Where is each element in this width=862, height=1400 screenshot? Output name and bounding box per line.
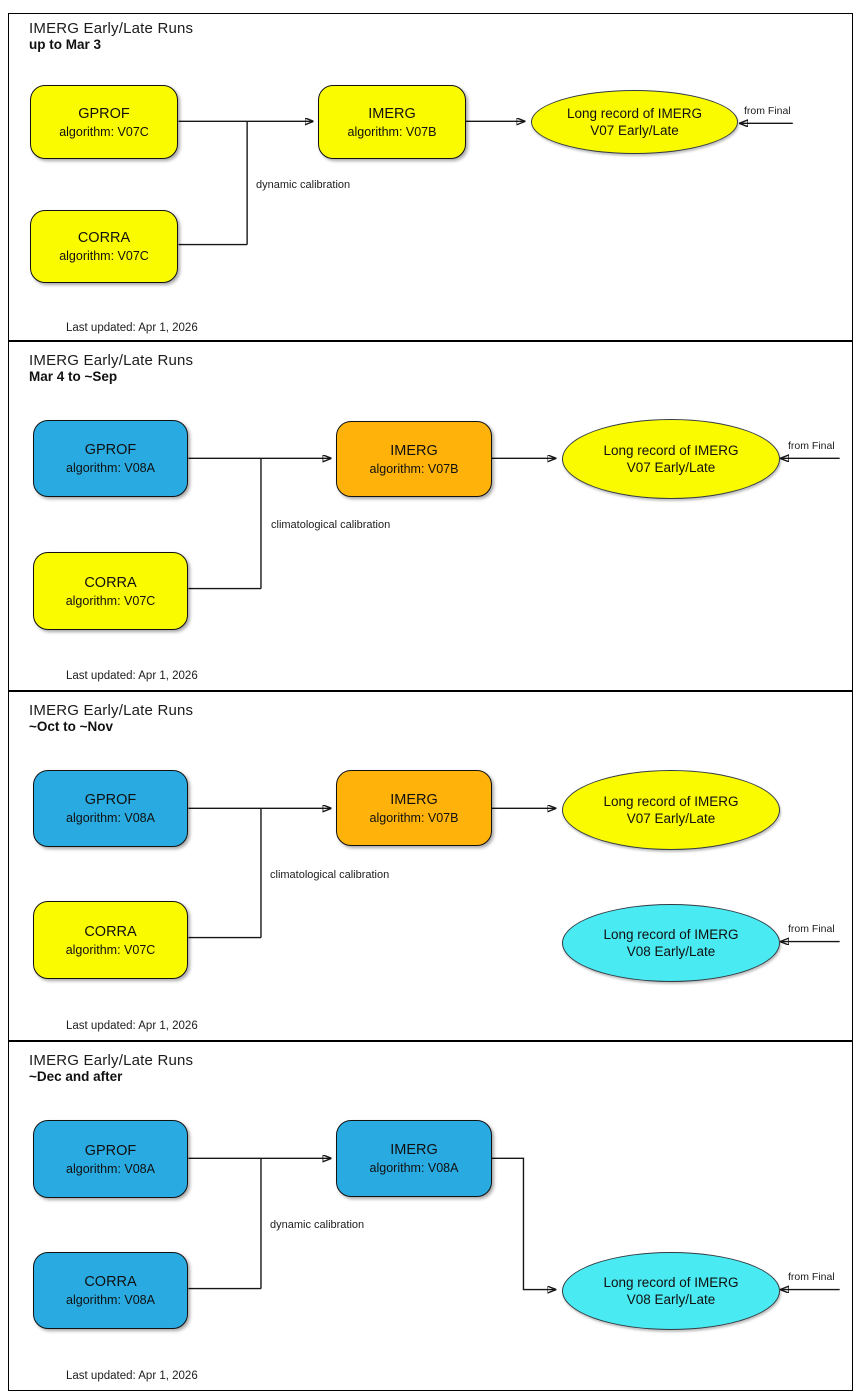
ellipse-label-line2: V07 Early/Late (590, 123, 679, 138)
calibration-label: climatological calibration (270, 869, 390, 881)
ellipse-label-line2: V08 Early/Late (626, 944, 716, 959)
node-label: IMERG (390, 791, 438, 808)
node-label: GPROF (84, 792, 137, 808)
node-label: CORRA (77, 230, 131, 246)
panel-subtitle: ~Dec and after (29, 1069, 123, 1084)
node-label: CORRA (84, 574, 137, 591)
ellipse-label-line1: Long record of IMERG (603, 1275, 739, 1290)
node-algorithm: algorithm: V07B (347, 124, 437, 139)
panel-title: IMERG Early/Late Runs (29, 702, 194, 719)
panel-mar-4-to-sep: IMERG Early/Late Runs Mar 4 to ~Sep GPRO… (8, 341, 853, 691)
node-algorithm: algorithm: V07B (369, 810, 459, 825)
node-imerg: IMERG algorithm: V08A (336, 1120, 492, 1197)
last-updated-label: Last updated: Apr 1, 2026 (66, 670, 198, 682)
from-final-label: from Final (788, 1271, 835, 1283)
node-corra: CORRA algorithm: V07C (30, 210, 178, 283)
node-algorithm: algorithm: V08A (369, 1161, 459, 1175)
from-final-label: from Final (788, 923, 835, 935)
ellipse-long-record-v07: Long record of IMERG V07 Early/Late (562, 419, 780, 499)
last-updated-label: Last updated: Apr 1, 2026 (66, 1020, 198, 1032)
panel-subtitle: ~Oct to ~Nov (29, 719, 114, 734)
ellipse-label-line1: Long record of IMERG (603, 443, 739, 458)
node-algorithm: algorithm: V07C (59, 124, 149, 139)
node-label: GPROF (78, 105, 130, 122)
node-imerg: IMERG algorithm: V07B (336, 770, 492, 846)
panel-oct-to-nov: IMERG Early/Late Runs ~Oct to ~Nov GPROF… (8, 691, 853, 1041)
node-label: GPROF (84, 442, 137, 458)
node-gprof: GPROF algorithm: V08A (33, 1120, 188, 1198)
connector-lines (188, 1042, 840, 1390)
calibration-label: dynamic calibration (270, 1219, 365, 1231)
node-algorithm: algorithm: V07C (59, 249, 149, 263)
from-final-label: from Final (744, 105, 791, 117)
panel-title: IMERG Early/Late Runs (29, 20, 194, 37)
ellipse-long-record-v08: Long record of IMERG V08 Early/Late (562, 1252, 780, 1330)
panel-dec-and-after: IMERG Early/Late Runs ~Dec and after GPR… (8, 1041, 853, 1391)
node-corra: CORRA algorithm: V07C (33, 552, 188, 630)
ellipse-label-line1: Long record of IMERG (603, 927, 739, 942)
ellipse-label-line2: V07 Early/Late (626, 460, 716, 475)
node-gprof: GPROF algorithm: V08A (33, 770, 188, 847)
connector-lines (178, 14, 793, 246)
from-final-label: from Final (788, 440, 835, 452)
panel-up-to-mar-3: IMERG Early/Late Runs up to Mar 3 GPROF … (8, 13, 853, 341)
node-label: IMERG (390, 1142, 438, 1158)
node-label: CORRA (84, 1274, 137, 1290)
node-label: IMERG (368, 105, 416, 122)
ellipse-label-line1: Long record of IMERG (566, 106, 703, 121)
last-updated-label: Last updated: Apr 1, 2026 (66, 322, 198, 334)
node-gprof: GPROF algorithm: V07C (30, 85, 178, 159)
node-algorithm: algorithm: V07C (65, 942, 156, 957)
ellipse-long-record-v07: Long record of IMERG V07 Early/Late (562, 770, 780, 850)
calibration-label: climatological calibration (271, 519, 391, 531)
ellipse-long-record-v08: Long record of IMERG V08 Early/Late (562, 904, 780, 982)
node-imerg: IMERG algorithm: V07B (336, 421, 492, 497)
node-imerg: IMERG algorithm: V07B (318, 85, 466, 159)
connector-lines (188, 692, 840, 1040)
node-algorithm: algorithm: V07C (65, 593, 156, 608)
node-algorithm: algorithm: V08A (66, 1293, 155, 1307)
node-corra: CORRA algorithm: V07C (33, 901, 188, 979)
connector-lines (188, 342, 840, 590)
ellipse-label-line1: Long record of IMERG (603, 794, 739, 809)
node-algorithm: algorithm: V08A (66, 461, 155, 475)
node-algorithm: algorithm: V07B (369, 461, 459, 476)
ellipse-long-record-v07: Long record of IMERG V07 Early/Late (531, 90, 738, 154)
node-gprof: GPROF algorithm: V08A (33, 420, 188, 497)
ellipse-label-line2: V08 Early/Late (626, 1292, 716, 1307)
node-algorithm: algorithm: V08A (66, 1161, 155, 1176)
panel-subtitle: Mar 4 to ~Sep (29, 369, 118, 384)
panel-subtitle: up to Mar 3 (29, 37, 102, 52)
node-label: GPROF (84, 1142, 137, 1159)
panel-title: IMERG Early/Late Runs (29, 1052, 194, 1069)
panel-title: IMERG Early/Late Runs (29, 352, 194, 369)
node-label: IMERG (390, 442, 438, 459)
last-updated-label: Last updated: Apr 1, 2026 (66, 1370, 198, 1382)
ellipse-label-line2: V07 Early/Late (626, 811, 716, 826)
calibration-label: dynamic calibration (256, 179, 351, 191)
node-label: CORRA (84, 923, 137, 940)
node-algorithm: algorithm: V08A (66, 811, 155, 825)
node-corra: CORRA algorithm: V08A (33, 1252, 188, 1329)
